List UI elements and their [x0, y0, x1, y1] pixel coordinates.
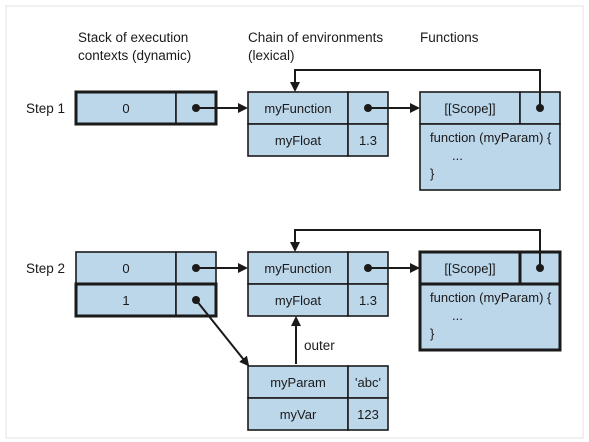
step1-func-scope: [[Scope]]	[444, 101, 495, 116]
step1-env-name-0: myFunction	[264, 101, 331, 116]
step1-func-line2: ...	[452, 148, 463, 163]
step1-func-line1: function (myParam) {	[430, 130, 552, 145]
step2-inner-environment: myParam 'abc' myVar 123	[247, 365, 389, 431]
step2-env-name-1: myFloat	[275, 293, 322, 308]
step1-function-object: [[Scope]] function (myParam) { ... }	[419, 91, 561, 191]
header-stack-line1: Stack of execution	[78, 30, 188, 45]
step2-func-line2: ...	[452, 308, 463, 323]
step2-func-line1: function (myParam) {	[430, 290, 552, 305]
step2-func-scope: [[Scope]]	[444, 261, 495, 276]
step2-environment: myFunction myFloat 1.3	[247, 251, 389, 317]
header-chain-line1: Chain of environments	[248, 30, 383, 45]
step2-outer-label: outer	[304, 338, 335, 353]
step2-scope-to-env-arrow	[290, 229, 541, 268]
step2-inner-name-0: myParam	[270, 375, 326, 390]
step2-stack1-to-inner-arrow	[195, 299, 250, 367]
step1-env-value-1: 1.3	[359, 133, 377, 148]
step2-env-name-0: myFunction	[264, 261, 331, 276]
step2-stack-value-1: 1	[122, 293, 129, 308]
step2-env-value-1: 1.3	[359, 293, 377, 308]
step2-inner-name-1: myVar	[280, 407, 317, 422]
step2-label: Step 2	[26, 261, 65, 276]
step2-inner-value-0: 'abc'	[355, 375, 381, 390]
step1-env-name-1: myFloat	[275, 133, 322, 148]
step1-func-line3: }	[430, 166, 435, 181]
step2-stack-contexts: 0 1	[74, 251, 218, 318]
figure-frame	[5, 5, 584, 439]
step1-label: Step 1	[26, 101, 65, 116]
header-stack-line2: contexts (dynamic)	[78, 48, 191, 63]
step1-stack-context: 0	[74, 90, 218, 126]
header-chain-line2: (lexical)	[248, 48, 295, 63]
step1-scope-to-env-arrow	[290, 69, 541, 108]
header-functions: Functions	[420, 30, 479, 45]
step2-function-object: [[Scope]] function (myParam) { ... }	[418, 250, 562, 352]
step2-inner-value-1: 123	[357, 407, 379, 422]
step2-func-line3: }	[430, 326, 435, 341]
step1-stack-value: 0	[122, 101, 129, 116]
step1-environment: myFunction myFloat 1.3	[247, 91, 389, 157]
step2-stack-value-0: 0	[122, 261, 129, 276]
